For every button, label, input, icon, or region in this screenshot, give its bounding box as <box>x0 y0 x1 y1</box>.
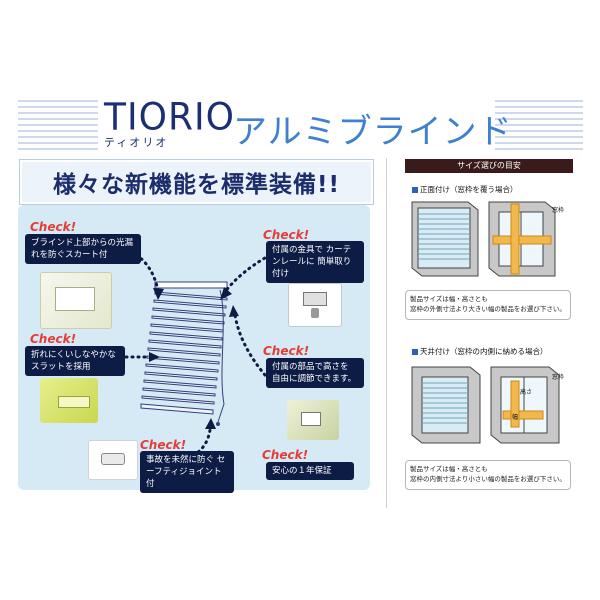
feature-label-2: 付属の金具で カーテンレールに 簡単取り付け <box>266 241 364 283</box>
feature-banner: 様々な新機能を標準装備!! <box>20 160 373 204</box>
feature-image-height <box>287 400 339 440</box>
front-mount-blind-illustration <box>411 201 479 277</box>
front-mount-note: 製品サイズは幅・高さとも 窓枠の外側寸法より大きい幅の製品をお選び下さい。 <box>405 290 571 320</box>
ceiling-mount-heading-text: 天井付け（窓枠の内側に納める場合） <box>420 347 548 356</box>
ceiling-window-label: 窓枠 <box>552 374 565 381</box>
ceiling-note-line-2: 窓枠の内側寸法より小さい幅の製品をお選び下さい。 <box>410 475 566 483</box>
check-mark-4: Check! <box>263 344 310 358</box>
ceiling-mount-measure-illustration <box>490 366 560 444</box>
front-mount-measure-illustration <box>488 201 556 277</box>
front-mount-heading-text: 正面付け（窓枠を覆う場合） <box>420 185 518 194</box>
bullet-square-icon <box>412 349 418 355</box>
feature-label-4: 付属の部品で高さを 自由に調節できます。 <box>266 358 364 388</box>
ceiling-width-label: 幅 <box>512 414 519 421</box>
feature-image-slat <box>40 378 98 423</box>
check-mark-2: Check! <box>263 228 310 242</box>
banner-text: 様々な新機能を標準装備!! <box>53 172 340 198</box>
ceiling-mount-note: 製品サイズは幅・高さとも 窓枠の内側寸法より小さい幅の製品をお選び下さい。 <box>405 460 571 490</box>
feature-image-bracket <box>288 283 342 327</box>
feature-label-6: 安心の１年保証 <box>266 462 354 480</box>
brand-katakana: ティオリオ <box>104 136 169 149</box>
feature-image-joint <box>88 440 138 480</box>
blind-illustration <box>140 281 228 426</box>
size-guide-title: サイズ選びの目安 <box>405 159 573 173</box>
header-stripes-left <box>18 100 98 152</box>
feature-label-1: ブラインド上部からの光漏れを防ぐスカート付 <box>25 234 141 264</box>
ceiling-height-label: 高さ <box>520 389 533 396</box>
check-mark-1: Check! <box>30 220 77 234</box>
feature-image-skirt <box>40 272 112 329</box>
check-mark-6: Check! <box>262 448 309 462</box>
ceiling-mount-blind-illustration <box>411 366 481 444</box>
header-stripes-right <box>495 100 583 152</box>
brand-logo: TIORIO ティオリオ <box>104 95 235 150</box>
front-window-label: 窓枠 <box>552 207 565 214</box>
front-note-line-2: 窓枠の外側寸法より大きい幅の製品をお選び下さい。 <box>410 305 566 313</box>
front-mount-heading: 正面付け（窓枠を覆う場合） <box>412 184 518 195</box>
page-title: アルミブラインド <box>233 112 513 152</box>
front-note-line-1: 製品サイズは幅・高さとも <box>410 295 488 303</box>
bullet-square-icon <box>412 187 418 193</box>
brand-name: TIORIO <box>104 95 235 139</box>
ceiling-note-line-1: 製品サイズは幅・高さとも <box>410 465 488 473</box>
feature-label-3: 折れにくいしなやかな スラットを採用 <box>25 346 125 376</box>
check-mark-3: Check! <box>30 332 77 346</box>
section-divider <box>386 158 387 508</box>
check-mark-5: Check! <box>140 438 187 452</box>
feature-label-5: 事故を未然に防ぐ セーフティジョイント付 <box>140 451 234 493</box>
ceiling-mount-heading: 天井付け（窓枠の内側に納める場合） <box>412 346 548 357</box>
